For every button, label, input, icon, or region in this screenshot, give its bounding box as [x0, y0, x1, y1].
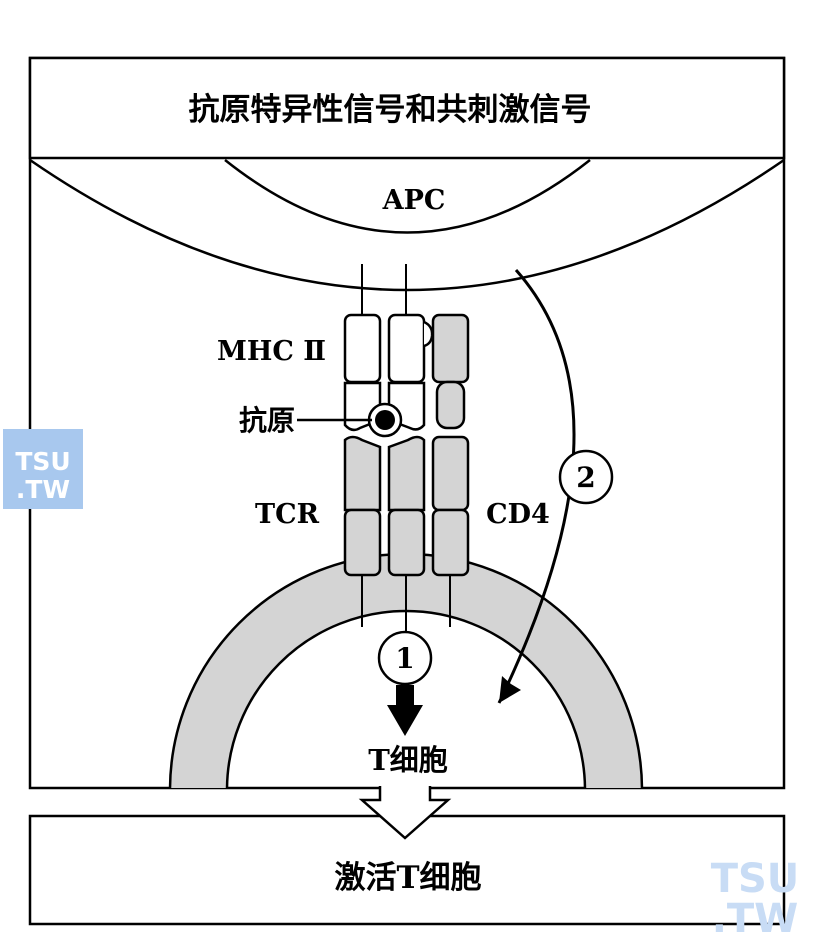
watermark-left: TSU .TW [3, 429, 83, 509]
antigen-label: 抗原 [239, 404, 295, 437]
tcell-label: T细胞 [368, 743, 448, 777]
signal-2-circle [558, 449, 614, 505]
watermark-right-line2: .TW [712, 896, 799, 939]
tcell-membrane [168, 552, 644, 788]
mhc-beta-top [387, 313, 426, 384]
watermark-left-line1: TSU [15, 447, 70, 476]
signal-1-number: 1 [395, 642, 414, 675]
signal-1-circle [377, 630, 433, 686]
signal-1-arrow [387, 685, 423, 736]
cd4-label: CD4 [486, 499, 550, 530]
apc-label: APC [382, 185, 446, 216]
activation-arrow [358, 786, 452, 840]
header-title: 抗原特异性信号和共刺激信号 [189, 92, 592, 128]
tcr-molecule [343, 435, 426, 577]
cd4-lower [431, 435, 470, 577]
apc-stems [361, 264, 407, 318]
antigen-dot [375, 410, 395, 430]
cd4-upper [431, 313, 470, 430]
apc-inner-arc [224, 159, 591, 234]
signal-2-arrowhead [499, 676, 521, 703]
header-box [28, 56, 786, 160]
signal-2-arrow [497, 269, 576, 704]
mhc-label: MHC Ⅱ [217, 336, 326, 367]
footer-title: 激活T细胞 [334, 860, 481, 896]
watermark-left-line2: .TW [16, 475, 70, 504]
watermark-right-line1: TSU [711, 856, 800, 902]
tcr-label: TCR [255, 499, 320, 530]
mhc-alpha-top [343, 313, 382, 384]
signal-2-number: 2 [576, 461, 595, 494]
watermark-right: TSU .TW [711, 856, 800, 939]
tcell-stems [361, 575, 451, 640]
